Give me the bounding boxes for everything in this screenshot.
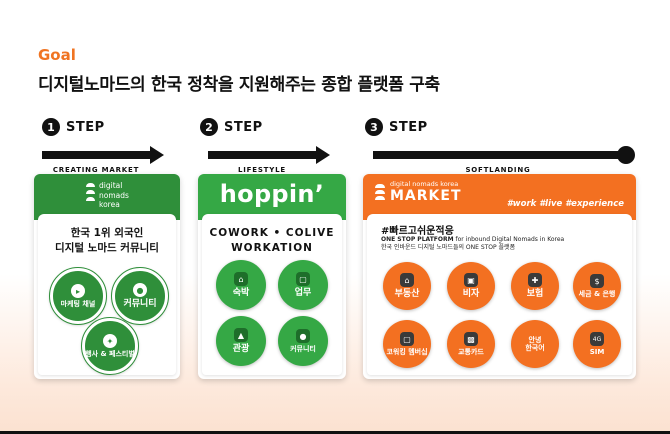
- laptop-icon: ▢: [400, 332, 414, 346]
- goal-label: Goal: [38, 46, 76, 64]
- tax-bank-item: $ 세금 & 은행: [573, 262, 621, 310]
- lodging-item: ⌂ 숙박: [216, 260, 266, 310]
- tourism-item: ▲ 관광: [216, 316, 266, 366]
- speech-bubble-icon: 안녕: [528, 336, 542, 344]
- step-2-arrow: [208, 146, 330, 164]
- step-2-heading: 2 STEP: [200, 118, 263, 136]
- korean-language-item: 안녕 한국어: [511, 320, 559, 368]
- real-estate-item: ⌂ 부동산: [383, 262, 431, 310]
- community-item: ● 커뮤니티: [278, 316, 328, 366]
- step-1-arrow: [42, 146, 164, 164]
- card-title: #빠르고쉬운적응: [381, 226, 454, 237]
- party-icon: ✦: [103, 334, 117, 348]
- step-1-caption: CREATING MARKET: [52, 166, 140, 174]
- card-body: 한국 1위 외국인 디지털 노마드 커뮤니티 ▸ 마케팅 채널 ● 커뮤니티 ✦…: [38, 214, 176, 375]
- visa-item: ▣ 비자: [447, 262, 495, 310]
- bus-icon: ▩: [464, 332, 478, 346]
- card-title: 한국 1위 외국인 디지털 노마드 커뮤니티: [55, 227, 159, 254]
- page-title: 디지털노마드의 한국 정착을 지원해주는 종합 플랫폼 구축: [38, 75, 440, 95]
- community-item: ● 커뮤니티: [111, 267, 169, 325]
- laptop-icon: ▢: [296, 272, 310, 286]
- step-2-caption: LIFESTYLE: [238, 166, 286, 174]
- megaphone-icon: ▸: [71, 284, 85, 298]
- step-number-1: 1: [42, 118, 60, 136]
- card-market: digital nomads korea MARKET #work #live …: [363, 174, 636, 379]
- insurance-item: ✚ 보험: [511, 262, 559, 310]
- palm-tree-icon: ▲: [234, 328, 248, 342]
- card-header: digital nomads korea MARKET #work #live …: [363, 174, 636, 220]
- card-body: #빠르고쉬운적응 ONE STOP PLATFORM for inbound D…: [367, 214, 632, 375]
- digital-nomads-korea-logo: digital nomads korea: [86, 181, 129, 210]
- bottom-divider: [0, 431, 670, 434]
- card-hoppin: hoppin’ COWORK • COLIVE WORKATION ⌂ 숙박 ▢…: [198, 174, 346, 379]
- hoppin-logo: hoppin’: [219, 180, 325, 208]
- medical-cross-icon: ✚: [528, 273, 542, 287]
- events-festival-item: ✦ 행사 & 페스티벌: [81, 317, 139, 375]
- step-1-heading: 1 STEP: [42, 118, 105, 136]
- step-label: STEP: [66, 119, 105, 135]
- step-label: STEP: [389, 119, 428, 135]
- marketing-channel-item: ▸ 마케팅 채널: [49, 267, 107, 325]
- people-icon: ●: [133, 283, 147, 297]
- 4g-signal-icon: 4G: [590, 332, 604, 346]
- id-card-icon: ▣: [464, 273, 478, 287]
- card-subtitle: ONE STOP PLATFORM for inbound Digital No…: [381, 236, 565, 251]
- step-3-heading: 3 STEP: [365, 118, 428, 136]
- market-logo: digital nomads korea MARKET: [375, 180, 462, 204]
- step-label: STEP: [224, 119, 263, 135]
- card-title: COWORK • COLIVE WORKATION: [209, 227, 335, 254]
- card-body: COWORK • COLIVE WORKATION ⌂ 숙박 ▢ 업무 ▲ 관광…: [202, 214, 342, 375]
- people-icon: ●: [296, 329, 310, 343]
- sim-item: 4G SIM: [573, 320, 621, 368]
- card-header: digital nomads korea: [34, 174, 180, 220]
- hashtags: #work #live #experience: [506, 199, 624, 209]
- step-3-caption: SOFTLANDING: [465, 166, 531, 174]
- step-3-arrow: [373, 146, 635, 164]
- money-bag-icon: $: [590, 274, 604, 288]
- step-number-3: 3: [365, 118, 383, 136]
- step-number-2: 2: [200, 118, 218, 136]
- coworking-membership-item: ▢ 코워킹 멤버십: [383, 320, 431, 368]
- transport-card-item: ▩ 교통카드: [447, 320, 495, 368]
- card-community: digital nomads korea 한국 1위 외국인 디지털 노마드 커…: [34, 174, 180, 379]
- work-item: ▢ 업무: [278, 260, 328, 310]
- house-icon: ⌂: [400, 273, 414, 287]
- house-icon: ⌂: [234, 272, 248, 286]
- card-header: hoppin’: [198, 174, 346, 220]
